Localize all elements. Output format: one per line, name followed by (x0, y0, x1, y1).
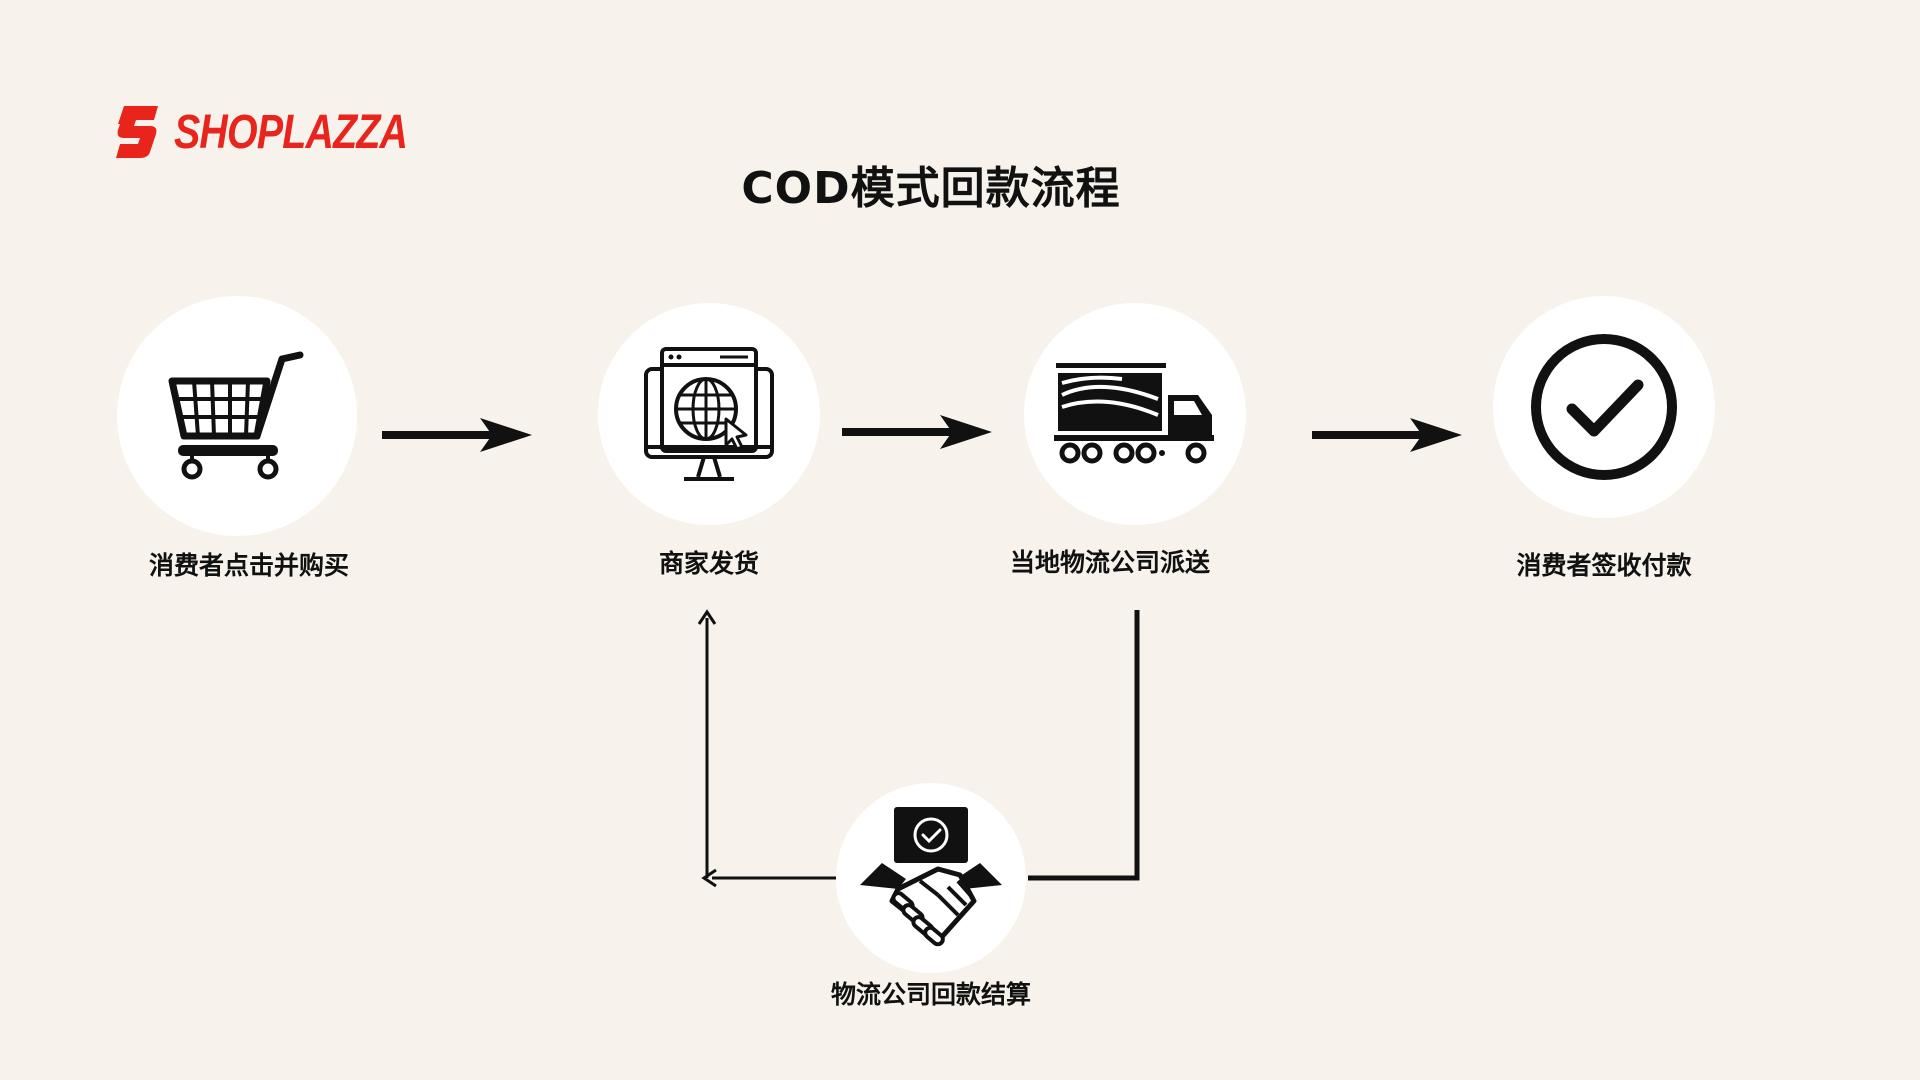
handshake-icon (860, 807, 1002, 947)
page-title: COD模式回款流程 (741, 163, 1121, 214)
shoplazza-mark-icon (116, 106, 158, 158)
step-label-3: 当地物流公司派送 (1009, 548, 1211, 577)
step-label-5: 物流公司回款结算 (830, 980, 1032, 1009)
check-circle-icon (1531, 334, 1677, 480)
step-node-2 (598, 303, 820, 525)
step-label-4: 消费者签收付款 (1516, 551, 1692, 580)
step-node-5 (836, 783, 1026, 973)
step-label-2: 商家发货 (658, 549, 760, 578)
logo-text: SHOPLAZZA (174, 105, 408, 159)
arrow-step2-to-step3 (842, 415, 992, 449)
return-loop-connector (697, 609, 1140, 888)
step-node-3 (1024, 303, 1246, 525)
arrow-step1-to-step2 (382, 418, 532, 452)
arrow-step3-to-step4 (1312, 418, 1462, 452)
brand-logo: SHOPLAZZA (114, 104, 458, 160)
step-node-4 (1493, 296, 1715, 518)
step-node-1 (117, 296, 357, 536)
web-monitor-icon (644, 347, 774, 481)
delivery-truck-icon (1054, 363, 1214, 464)
shopping-cart-icon (168, 351, 304, 480)
step-label-1: 消费者点击并购买 (148, 551, 350, 580)
